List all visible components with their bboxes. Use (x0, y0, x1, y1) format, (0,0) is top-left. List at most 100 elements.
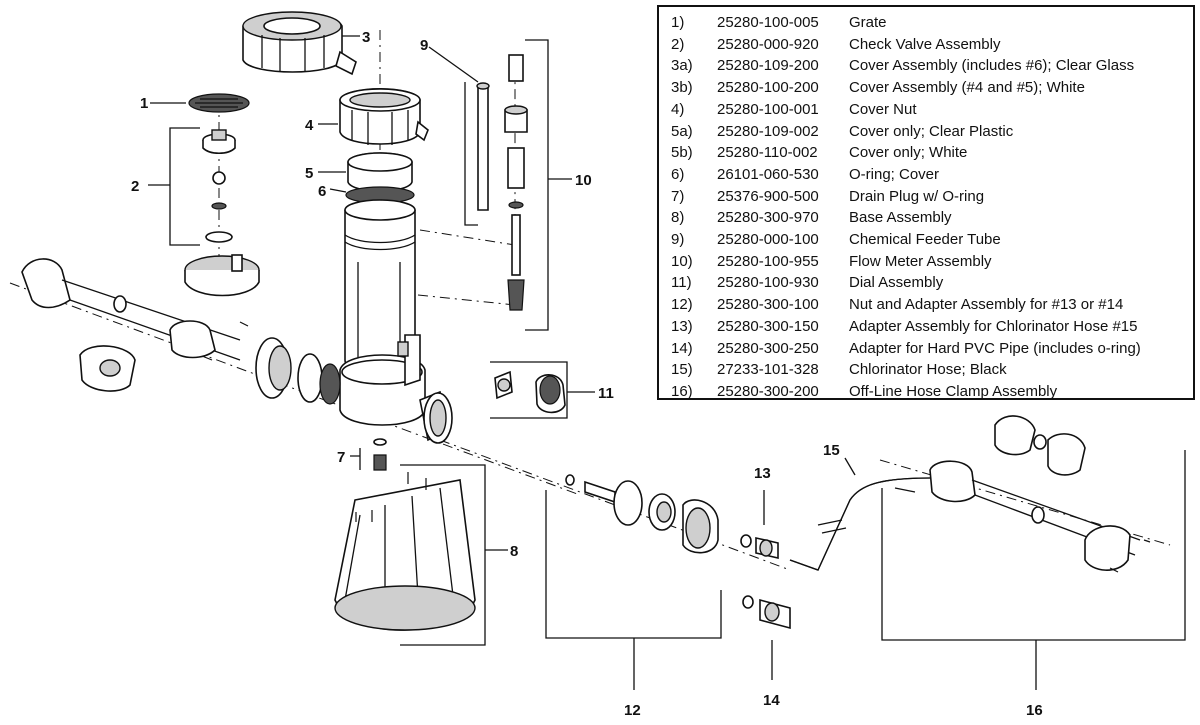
legend-row: 13) 25280-300-150 Adapter Assembly for Chl… (671, 316, 1193, 338)
part-11-dial (494, 370, 566, 414)
callout-14: 14 (763, 692, 780, 709)
legend-part-number: 25280-300-200 (717, 382, 819, 400)
part-2-check-valve (184, 129, 260, 297)
part-1-grate (188, 93, 250, 113)
legend-index: 3a) (671, 57, 693, 75)
legend-row: 3a) 25280-109-200 Cover Assembly (includes… (671, 55, 1193, 77)
callout-15: 15 (823, 442, 840, 459)
legend-index: 15) (671, 361, 693, 379)
callout-4: 4 (305, 117, 314, 134)
part-10-flow-meter (504, 54, 528, 311)
legend-part-number: 25280-100-005 (717, 14, 819, 31)
legend-index: 6) (671, 165, 685, 183)
legend-index: 16) (671, 382, 693, 400)
legend-row: 11) 25280-100-930 Dial Assembly (671, 272, 1193, 294)
part-7-drain-plug (373, 438, 387, 471)
legend-index: 12) (671, 296, 693, 314)
legend-index: 8) (671, 209, 685, 227)
part-8-base (334, 472, 476, 631)
legend-index: 2) (671, 35, 685, 53)
legend-index: 14) (671, 339, 693, 357)
legend-description: Cover Assembly (#4 and #5); White (849, 79, 1085, 97)
legend-description: Flow Meter Assembly (849, 252, 992, 270)
part-16-hose-clamp (894, 415, 1151, 573)
part-13-hose-adapter (740, 534, 779, 560)
legend-description: Nut and Adapter Assembly for #13 or #14 (849, 296, 1124, 314)
legend-index: 5a) (671, 122, 693, 140)
legend-row: 4) 25280-100-001 Cover Nut (671, 99, 1193, 121)
legend-row: 15) 27233-101-328 Chlorinator Hose; Black (671, 359, 1193, 381)
parts-legend: 1) 25280-100-005 Grate 2) 25280-000-920 Check… (657, 5, 1195, 400)
part-4-cover-nut (339, 88, 429, 145)
legend-part-number: 25280-300-970 (717, 209, 819, 227)
legend-description: Cover Nut (849, 100, 917, 118)
legend-row: 1) 25280-100-005 Grate (671, 12, 1193, 34)
callout-10: 10 (575, 172, 592, 189)
legend-description: Check Valve Assembly (849, 35, 1001, 53)
legend-description: Cover Assembly (includes #6); Clear Glas… (849, 57, 1135, 75)
left-pipe-assembly (21, 258, 341, 405)
legend-part-number: 25280-000-920 (717, 35, 819, 53)
callout-11: 11 (598, 385, 614, 402)
callout-6: 6 (318, 183, 326, 200)
part-9-feeder-tube (476, 82, 490, 211)
callout-7: 7 (337, 449, 345, 466)
legend-index: 9) (671, 231, 685, 249)
legend-description: O-ring; Cover (849, 165, 940, 183)
legend-part-number: 25280-300-150 (717, 317, 819, 335)
callout-1: 1 (140, 95, 148, 112)
leader-lines (148, 35, 1186, 690)
legend-index: 5b) (671, 144, 693, 162)
legend-part-number: 25280-300-100 (717, 296, 819, 314)
legend-part-number: 25280-000-100 (717, 231, 819, 249)
legend-row: 5b) 25280-110-002 Cover only; White (671, 142, 1193, 164)
part-5-cover (347, 152, 413, 192)
legend-part-number: 25280-109-200 (717, 57, 819, 75)
callout-9: 9 (420, 37, 428, 54)
callout-3: 3 (362, 29, 370, 46)
legend-index: 4) (671, 100, 685, 118)
part-12-nut-adapter (565, 474, 719, 554)
callout-2: 2 (131, 178, 139, 195)
chlorinator-body (339, 199, 453, 444)
part-14-pvc-adapter (742, 595, 791, 630)
part-15-chlorinator-hose (789, 477, 931, 571)
legend-description: Off-Line Hose Clamp Assembly (849, 382, 1058, 400)
legend-row: 16) 25280-300-200 Off-Line Hose Clamp Asse… (671, 381, 1193, 403)
legend-part-number: 25280-110-002 (717, 144, 818, 162)
legend-row: 2) 25280-000-920 Check Valve Assembly (671, 34, 1193, 56)
callout-12: 12 (624, 702, 641, 719)
callout-16: 16 (1026, 702, 1043, 719)
part-3-cover-cap (242, 11, 357, 76)
callout-5: 5 (305, 165, 313, 182)
legend-index: 11) (671, 274, 692, 292)
legend-description: Adapter for Hard PVC Pipe (includes o-ri… (849, 339, 1141, 357)
legend-part-number: 25280-300-250 (717, 339, 819, 357)
legend-part-number: 25280-100-930 (717, 274, 819, 292)
legend-index: 1) (671, 14, 685, 31)
legend-part-number: 25280-109-002 (717, 122, 819, 140)
legend-description: Grate (849, 14, 887, 31)
legend-description: Dial Assembly (849, 274, 944, 292)
legend-description: Chlorinator Hose; Black (849, 361, 1007, 379)
legend-row: 12) 25280-300-100 Nut and Adapter Assembly… (671, 294, 1193, 316)
legend-index: 13) (671, 317, 693, 335)
legend-index: 7) (671, 187, 685, 205)
legend-part-number: 25280-100-001 (717, 100, 819, 118)
legend-part-number: 27233-101-328 (717, 361, 819, 379)
legend-description: Chemical Feeder Tube (849, 231, 1001, 249)
legend-description: Base Assembly (849, 209, 952, 227)
callout-13: 13 (754, 465, 771, 482)
legend-part-number: 25280-100-200 (717, 79, 819, 97)
legend-part-number: 25376-900-500 (717, 187, 819, 205)
legend-description: Cover only; White (849, 144, 968, 162)
legend-row: 8) 25280-300-970 Base Assembly (671, 207, 1193, 229)
legend-description: Adapter Assembly for Chlorinator Hose #1… (849, 317, 1138, 335)
callout-8: 8 (510, 543, 518, 560)
